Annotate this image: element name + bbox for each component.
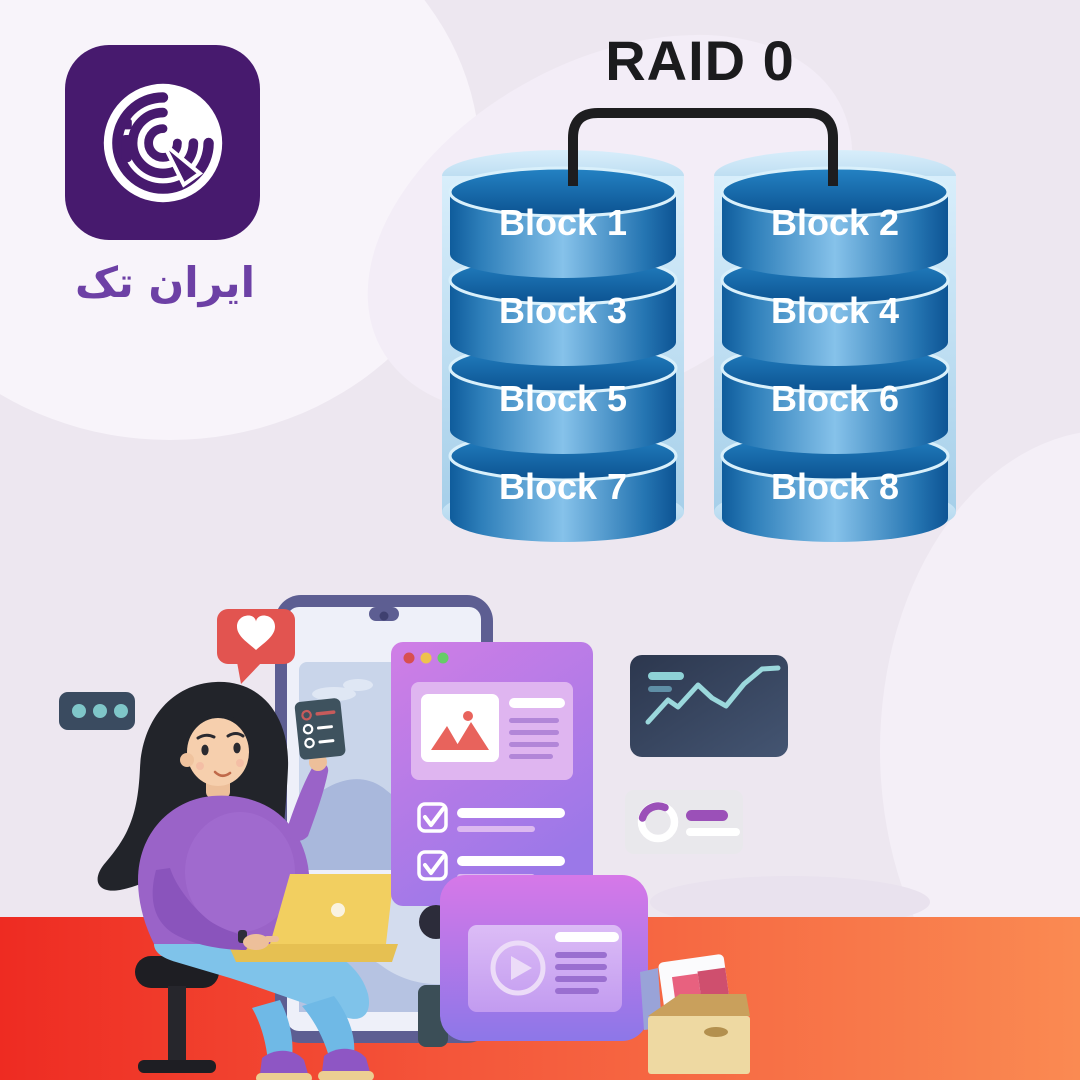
- video-scroll-card: [418, 875, 648, 1047]
- play-icon: [490, 940, 546, 996]
- checkbox-icon: [417, 850, 448, 881]
- window-dot-red: [403, 652, 415, 664]
- block-label: Block 8: [771, 466, 899, 507]
- block-label: Block 4: [771, 290, 899, 331]
- browser-panel: [391, 642, 593, 906]
- disk-block: Block 7: [448, 430, 678, 542]
- it-dial-logo-icon: [103, 83, 222, 202]
- image-placeholder-icon: [421, 694, 499, 762]
- disk-block: Block 8: [720, 430, 950, 542]
- brand-logo-tile: [65, 45, 260, 240]
- disk-block: Block 1: [448, 166, 678, 278]
- woman-illustration: [97, 681, 398, 1080]
- disk-stack-a: Block 7 Block 5 Block 3 Block 1: [441, 146, 685, 547]
- brand-caption: ایران تک: [75, 258, 255, 307]
- heart-bubble-icon: [217, 609, 295, 684]
- donut-chart-card: [625, 790, 743, 854]
- workspace-illustration: [59, 595, 788, 1080]
- chat-dots-icon: [59, 692, 135, 730]
- window-dot-green: [437, 652, 449, 664]
- right-arm: [152, 868, 254, 950]
- window-dot-yellow: [420, 652, 432, 664]
- raised-arm: [286, 763, 329, 841]
- block-label: Block 7: [499, 466, 627, 507]
- storage-box-icon: [640, 954, 750, 1074]
- shin-left: [252, 1000, 293, 1062]
- checklist-card-icon: [294, 698, 346, 760]
- laptop-icon: [228, 874, 398, 962]
- office-stool: [135, 956, 219, 1073]
- shoe-right: [322, 1048, 370, 1072]
- chart-line: [645, 665, 781, 725]
- disk-stack-b: Block 8 Block 6 Block 4 Block 2: [713, 146, 957, 547]
- checkbox-icon: [417, 802, 448, 833]
- block-label: Block 5: [499, 378, 627, 419]
- disk-block: Block 2: [720, 166, 950, 278]
- donut-arc: [638, 802, 669, 822]
- block-label: Block 1: [499, 202, 627, 243]
- shin-right: [302, 996, 355, 1060]
- line-chart-card: [630, 655, 788, 757]
- block-label: Block 6: [771, 378, 899, 419]
- shoe-left: [260, 1050, 308, 1074]
- raid-title: RAID 0: [605, 29, 795, 92]
- jeans-thighs: [154, 944, 370, 1019]
- raid-connector-bracket: [568, 108, 838, 186]
- disk-block: Block 6: [720, 342, 950, 454]
- block-label: Block 2: [771, 202, 899, 243]
- block-label: Block 3: [499, 290, 627, 331]
